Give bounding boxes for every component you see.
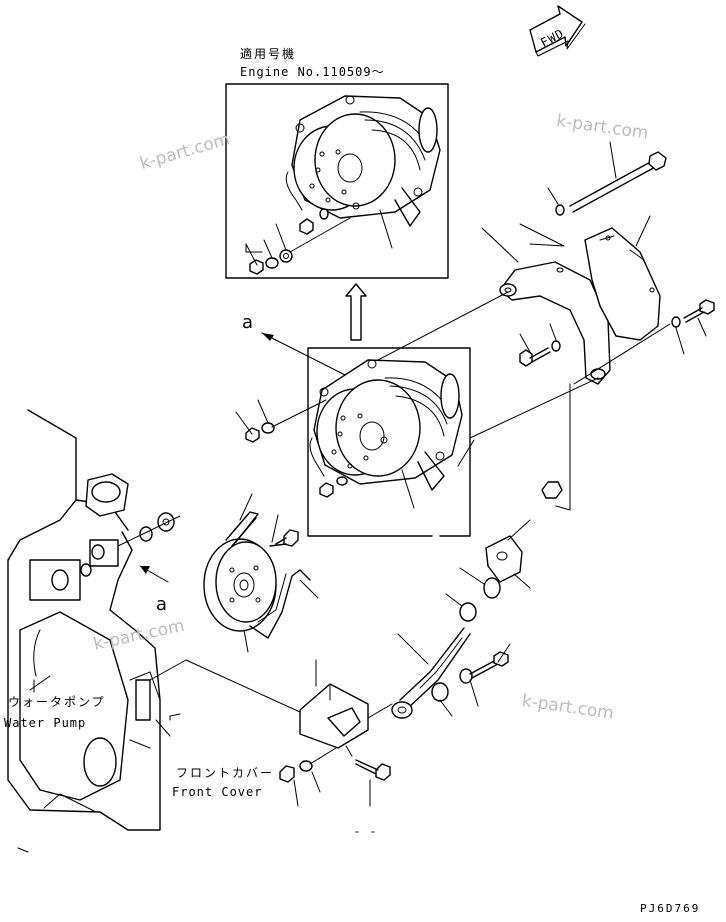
applicable-title: 適用号機 [240, 46, 296, 61]
lower-bracket [149, 659, 393, 749]
water-pump-label-jp: ウォータポンプ [8, 695, 106, 709]
inset-nut-washer [245, 208, 393, 275]
spacer-bolt [431, 643, 511, 717]
watermark-1: k-part.com [138, 129, 232, 174]
water-pump-label-en: Water Pump [4, 716, 86, 730]
bushings [117, 512, 181, 583]
fwd-arrow-icon: FWD [529, 5, 586, 57]
callout-a-top: a [242, 312, 356, 381]
threaded-rod [391, 627, 471, 719]
long-bolt [547, 141, 667, 216]
bracket-bolt-left [519, 323, 561, 367]
drawing-code: PJ6D769 [640, 902, 700, 915]
svg-text:a: a [242, 312, 253, 333]
up-arrow-icon [345, 283, 367, 341]
front-cover-leader [169, 713, 181, 721]
svg-text:a: a [156, 594, 167, 615]
watermark-2: k-part.com [555, 111, 649, 144]
inset-box [225, 83, 449, 279]
main-nut-washer [235, 399, 348, 498]
main-alternator [309, 359, 475, 509]
bolt-pulley [269, 529, 299, 547]
main-box [307, 347, 471, 537]
bottom-hardware [279, 745, 391, 833]
adjust-bracket [377, 215, 661, 439]
front-cover-label-jp: フロントカバー [176, 766, 274, 780]
engine-number: Engine No.110509～ [240, 65, 385, 79]
front-cover-label-en: Front Cover [172, 785, 262, 799]
inset-alternator [285, 95, 441, 227]
engine-front-block [7, 409, 171, 853]
watermark-4: k-part.com [521, 691, 615, 724]
callout-a-bottom: a [156, 594, 167, 615]
adjust-link [445, 383, 571, 622]
bracket-bolt-right [573, 299, 715, 385]
belt-pulley [203, 493, 319, 653]
